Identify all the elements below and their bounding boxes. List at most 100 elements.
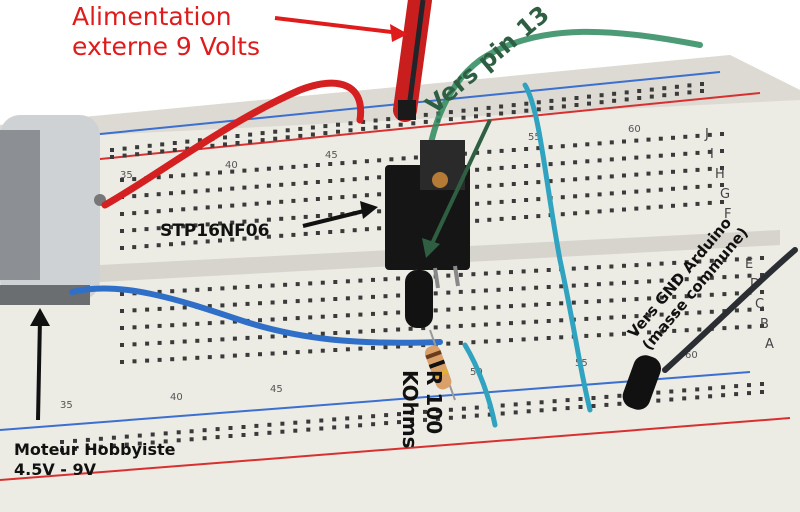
breadboard-hole — [172, 148, 177, 152]
breadboard-hole — [646, 171, 651, 176]
breadboard-hole — [308, 349, 313, 354]
breadboard-hole — [448, 117, 453, 122]
resistor-label-line1: R 100 — [422, 370, 446, 435]
breadboard-hole — [475, 201, 480, 206]
breadboard-hole — [446, 290, 451, 295]
breadboard-hole — [144, 227, 149, 232]
motor-label: Moteur Hobbyiste 4.5V - 9V — [14, 440, 176, 480]
breadboard-hole — [345, 279, 350, 284]
breadboard-hole — [697, 276, 702, 281]
breadboard-hole — [559, 284, 564, 289]
breadboard-hole — [358, 312, 363, 317]
breadboard-hole — [524, 215, 529, 219]
breadboard-hole — [486, 112, 491, 117]
breadboard-hole — [587, 101, 591, 106]
breadboard-hole — [707, 200, 712, 205]
breadboard-hole — [587, 94, 591, 99]
breadboard-hole — [197, 138, 202, 143]
breadboard-hole — [458, 272, 463, 277]
breadboard-hole — [195, 287, 200, 292]
breadboard-hole — [609, 298, 614, 303]
breadboard-hole — [634, 280, 639, 285]
mosfet-leg — [433, 267, 440, 289]
breadboard-hole — [622, 190, 626, 195]
breadboard-hole — [293, 428, 298, 433]
breadboard-hole — [384, 413, 389, 418]
breadboard-hole — [734, 291, 739, 296]
power-label-line1: Alimentation — [72, 2, 232, 31]
breadboard-hole — [218, 221, 222, 226]
breadboard-hole — [254, 167, 259, 172]
breadboard-hole — [683, 134, 688, 139]
breadboard-hole — [552, 407, 557, 412]
breadboard-hole — [169, 174, 173, 179]
breadboard-hole — [333, 297, 338, 301]
breadboard-hole — [662, 93, 667, 98]
breadboard-hole — [207, 287, 212, 292]
breadboard-hole — [487, 412, 492, 417]
breadboard-hole — [536, 100, 541, 105]
breadboard-hole — [266, 200, 271, 205]
col-number: 60 — [628, 124, 641, 135]
breadboard-hole — [182, 305, 187, 310]
breadboard-hole — [682, 388, 687, 393]
breadboard-hole — [707, 166, 712, 171]
breadboard-hole — [475, 167, 480, 172]
breadboard-hole — [560, 195, 565, 200]
breadboard-hole — [647, 313, 652, 318]
breadboard-hole — [386, 124, 391, 129]
breadboard-hole — [475, 184, 480, 189]
breadboard-hole — [371, 345, 375, 350]
breadboard-hole — [672, 328, 677, 333]
breadboard-hole — [156, 243, 161, 248]
breadboard-hole — [546, 285, 551, 289]
annotation-arrows — [30, 16, 492, 421]
breadboard-hole — [446, 324, 451, 329]
breadboard-hole — [674, 91, 679, 96]
breadboard-hole — [182, 288, 187, 293]
breadboard-hole — [371, 294, 375, 299]
breadboard-hole — [634, 189, 639, 194]
breadboard-hole — [565, 406, 570, 411]
breadboard-hole — [291, 164, 296, 169]
breadboard-hole — [496, 338, 501, 343]
row-letter: A — [765, 337, 774, 352]
breadboard-hole — [144, 244, 149, 249]
breadboard-hole — [560, 178, 565, 183]
breadboard-hole — [548, 162, 553, 167]
breadboard-hole — [279, 233, 284, 238]
breadboard-hole — [534, 302, 539, 307]
breadboard-hole — [658, 170, 663, 175]
breadboard-hole — [111, 435, 116, 440]
breadboard-hole — [659, 312, 664, 317]
breadboard-hole — [361, 119, 366, 124]
breadboard-hole — [511, 182, 516, 186]
breadboard-hole — [189, 429, 194, 434]
breadboard-hole — [747, 256, 752, 261]
breadboard-hole — [295, 316, 300, 321]
breadboard-hole — [352, 160, 357, 165]
resistor-label-line2: KOhms — [398, 370, 422, 449]
breadboard-hole — [145, 307, 150, 312]
breadboard-hole — [254, 218, 259, 223]
breadboard-hole — [659, 295, 664, 300]
breadboard-hole — [684, 260, 689, 265]
breadboard-hole — [536, 163, 541, 168]
breadboard-hole — [145, 324, 150, 329]
arrow-power-head — [390, 24, 408, 42]
breadboard-hole — [157, 323, 162, 328]
breadboard-hole — [760, 382, 764, 386]
breadboard-hole — [185, 146, 190, 151]
breadboard-hole — [232, 285, 237, 290]
red-wire — [101, 79, 365, 209]
breadboard-hole — [132, 245, 137, 250]
breadboard-hole — [672, 311, 677, 316]
mosfet-hole — [432, 172, 448, 188]
breadboard-hole — [328, 213, 333, 217]
breadboard-hole — [433, 291, 438, 296]
breadboard-hole — [448, 110, 453, 115]
breadboard-hole — [511, 199, 516, 203]
breadboard-hole — [697, 293, 702, 298]
breadboard-hole — [560, 212, 565, 217]
breadboard-hole — [659, 278, 664, 283]
